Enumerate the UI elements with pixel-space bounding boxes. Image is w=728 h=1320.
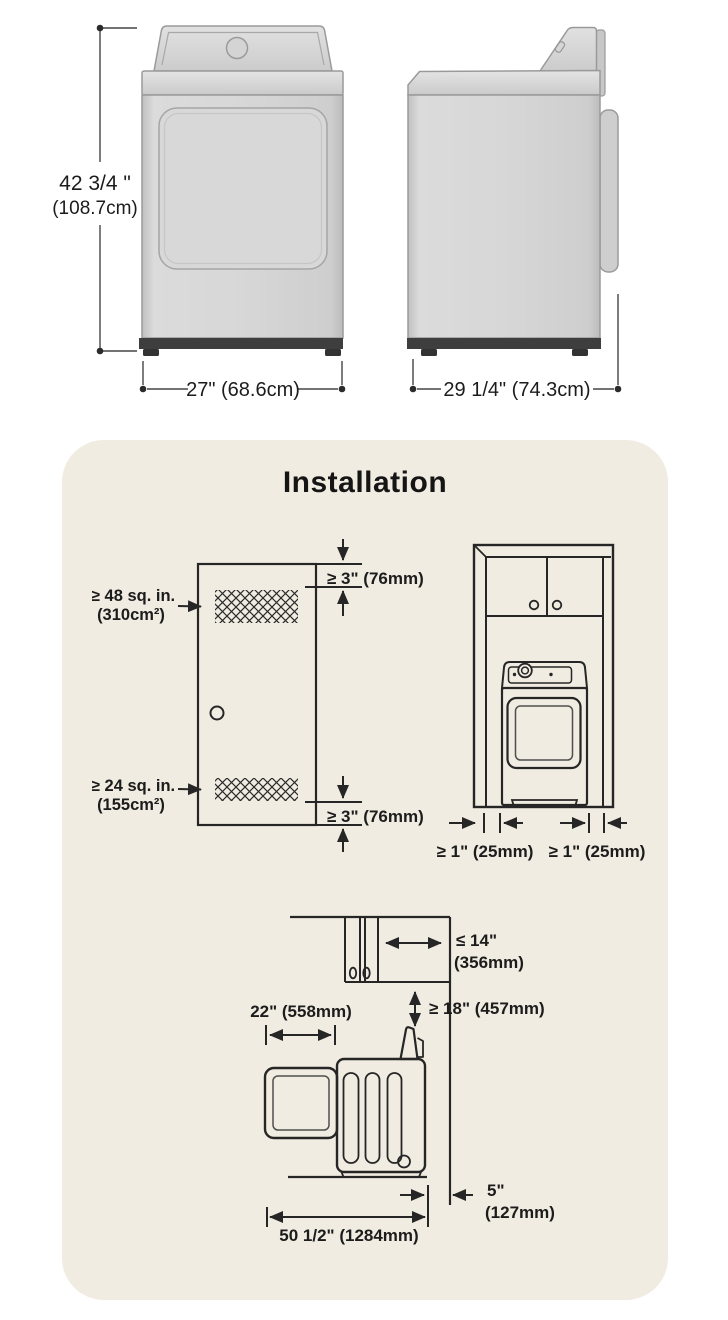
lint-duct-wedge (399, 1026, 419, 1061)
front-door (158, 107, 328, 270)
closet-dryer-display (507, 666, 573, 684)
vent-top-area-metric: (310cm²) (97, 606, 165, 624)
body-hinge (397, 1154, 411, 1169)
open-door (263, 1066, 339, 1140)
panel-knob (209, 705, 225, 721)
vent-dimension-lines (177, 539, 362, 852)
dimension-lines (99, 27, 619, 390)
wall-and-cabinet-side (290, 915, 452, 1205)
closet-dryer-knob (517, 662, 533, 679)
side-body (407, 94, 601, 339)
side-base (407, 338, 601, 349)
side-control-panel (538, 26, 598, 72)
side-clearance-dimensions (265, 937, 473, 1227)
body-rib-2 (364, 1072, 381, 1164)
closet-right-clearance-label: ≥ 1" (25mm) (549, 842, 646, 861)
wall-cabinet (486, 557, 603, 617)
vent-bottom-area-label: ≥ 24 sq. in. (92, 777, 175, 795)
rear-gap-metric-label: (127mm) (485, 1203, 555, 1222)
closet-dryer-dot-right (549, 672, 553, 677)
vent-top-clearance-label: ≥ 3" (76mm) (327, 569, 424, 588)
cabinet-handle-left (348, 966, 358, 980)
installation-card: Installation (62, 440, 668, 1300)
dryer-top-open-door-illustration (263, 1026, 427, 1179)
vent-top-area-label: ≥ 48 sq. in. (92, 587, 175, 605)
side-panel-button (554, 41, 566, 53)
closet-dryer-base (510, 799, 579, 808)
body-rib-3 (386, 1072, 403, 1164)
side-foot-left (421, 349, 437, 356)
vent-bottom-area-metric: (155cm²) (97, 796, 165, 814)
dryer-front-illustration (139, 25, 344, 356)
closet-left-clearance-label: ≥ 1" (25mm) (437, 842, 534, 861)
cabinet-knob-right (551, 599, 563, 611)
open-door-inset (272, 1075, 330, 1131)
product-dimensions-figure: 42 3/4 " (108.7cm) 27" (68.6cm) 29 1/4" … (52, 24, 622, 401)
side-vent-duct (599, 109, 619, 273)
cabinet-depth-label: ≤ 14" (456, 931, 497, 950)
front-foot-right (325, 349, 341, 356)
closet-dryer-console (500, 661, 589, 689)
front-door-inset (163, 112, 323, 265)
lint-duct-cap (417, 1037, 424, 1058)
cabinet-depth-metric-label: (356mm) (454, 953, 524, 972)
vent-grille-top (215, 590, 298, 623)
closet-clearance-dimensions (449, 813, 627, 833)
closet-dryer-door (506, 696, 582, 770)
dimension-dots (96, 24, 622, 393)
above-clearance-label: ≥ 18" (457mm) (429, 999, 545, 1018)
closet-dryer-body (500, 686, 589, 807)
side-clearance-diagram: ≤ 14" (356mm) ≥ 18" (457mm) 22" (558mm) … (250, 915, 555, 1245)
closet-dryer-knob-center (520, 666, 530, 675)
vent-panel-outline (196, 562, 318, 827)
side-foot-right (572, 349, 588, 356)
closet-dryer-door-inset (514, 705, 574, 761)
rear-gap-label: 5" (487, 1181, 505, 1200)
height-inches-label: 42 3/4 " (59, 172, 131, 195)
front-foot-left (143, 349, 159, 356)
closet-installation-diagram: ≥ 1" (25mm) ≥ 1" (25mm) (437, 543, 646, 861)
cabinet-handle-right (362, 966, 371, 980)
depth-label: 29 1/4" (74.3cm) (443, 379, 590, 401)
front-knob (225, 36, 249, 60)
width-label: 27" (68.6cm) (186, 379, 300, 401)
dryer-body-side (335, 1057, 427, 1174)
cabinet-knob-left (528, 599, 540, 611)
height-cm-label: (108.7cm) (52, 198, 138, 219)
installation-title: Installation (282, 466, 448, 499)
front-lid (141, 70, 344, 96)
closet-dryer-dot-left (512, 672, 517, 677)
total-depth-label: 50 1/2" (1284mm) (279, 1226, 418, 1245)
side-lid (407, 69, 601, 96)
closet-dryer-illustration (500, 661, 589, 808)
vent-grille-bottom (215, 778, 298, 801)
vent-clearance-diagram: ≥ 48 sq. in. (310cm²) ≥ 3" (76mm) ≥ 24 s… (92, 539, 424, 852)
door-open-label: 22" (558mm) (250, 1002, 352, 1021)
front-control-panel-inset (161, 31, 325, 66)
front-base (139, 338, 343, 349)
body-rib-1 (342, 1072, 360, 1164)
vent-bottom-clearance-label: ≥ 3" (76mm) (327, 807, 424, 826)
dryer-side-illustration (407, 26, 619, 356)
